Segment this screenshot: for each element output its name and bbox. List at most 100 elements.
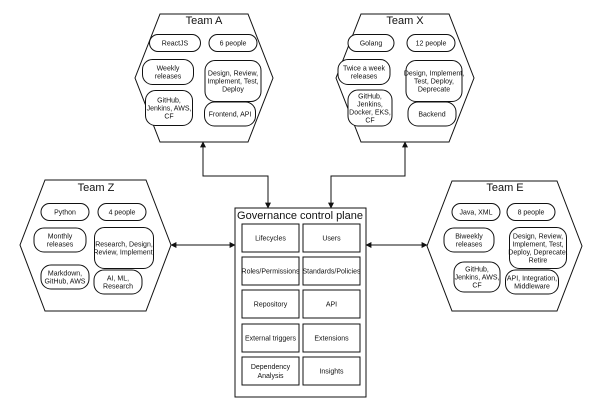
chip-shape — [208, 34, 258, 52]
chip-shape — [93, 269, 143, 295]
team-z-lifecycle-chip: Research, Design,Review, Implement, — [93, 227, 155, 269]
team-x-language-chip: Golang — [347, 34, 395, 52]
team-e-tooling-chip: GitHub,Jenkins, AWS,CF — [453, 261, 501, 293]
chip-shape — [40, 264, 90, 290]
control-plane-cell: Repository — [241, 289, 300, 319]
chip-text: Implement, Test, — [207, 79, 258, 86]
chip-text: 4 people — [109, 210, 136, 217]
chip-text: Weekly — [157, 66, 180, 73]
team-e-team-size-chip: 8 people — [506, 203, 556, 221]
chip-text: Monthly — [48, 234, 73, 241]
control-plane-cell-text: Dependency — [251, 364, 291, 371]
chip-shape — [33, 227, 87, 253]
control-plane-cell-box — [241, 356, 300, 386]
control-plane-cell-text: Standards/Policies — [303, 269, 361, 276]
chip-text: Docker, EKS, — [349, 110, 391, 117]
control-plane-cell-box — [241, 256, 300, 286]
chip-shape — [40, 203, 90, 221]
chip-text: AI, ML, — [107, 276, 129, 283]
chip-text: Golang — [360, 41, 383, 48]
control-plane-cell: Users — [302, 223, 361, 253]
team-x-lifecycle-chip: Design, Implement,Test, Deploy,Deprecate — [404, 60, 464, 102]
chip-text: GitHub, — [358, 94, 382, 101]
chip-text: 8 people — [518, 210, 545, 217]
chip-shape — [145, 90, 193, 126]
chip-text: 12 people — [416, 41, 447, 48]
team-z-language-chip: Python — [40, 203, 90, 221]
chip-text: Design, Review, — [513, 234, 563, 241]
chip-text: Python — [54, 210, 76, 217]
connector-team-a — [200, 141, 271, 209]
chip-text: Test, Deploy, — [414, 79, 454, 86]
chip-text: Backend — [418, 112, 445, 119]
control-plane-cell: Extensions — [302, 323, 361, 353]
chip-text: CF — [365, 118, 374, 125]
chip-shape — [451, 203, 501, 221]
control-plane-cell: External triggers — [241, 323, 300, 353]
chip-text: releases — [155, 74, 182, 81]
chip-shape — [94, 227, 154, 269]
team-x-team-size-chip: 12 people — [406, 34, 456, 52]
chip-shape — [347, 89, 393, 127]
connectors — [170, 141, 428, 248]
control-plane-cell-text: Users — [322, 236, 341, 243]
chip-text: Biweekly — [455, 234, 483, 241]
chip-text: Research, Design, — [95, 242, 153, 249]
control-plane-title: Governance control plane — [237, 210, 363, 222]
control-plane-cell: Lifecycles — [241, 223, 300, 253]
chip-text: GitHub, — [465, 267, 489, 274]
team-a-language-chip: ReactJS — [149, 34, 201, 52]
chip-text: Jenkins, — [357, 102, 383, 109]
chip-shape — [443, 227, 495, 253]
team-e-domain-chip: API, Integration,Middleware — [505, 269, 559, 295]
chip-text: GitHub, AWS — [45, 279, 86, 286]
team-a-team-size-chip: 6 people — [208, 34, 258, 52]
chip-text: GitHub, — [157, 98, 181, 105]
team-z-title: Team Z — [78, 182, 115, 194]
control-plane-cell-text: Lifecycles — [255, 236, 286, 243]
chip-text: 6 people — [220, 41, 247, 48]
chip-text: Deploy — [222, 87, 244, 94]
team-a-title: Team A — [186, 15, 223, 27]
chip-text: Deprecate — [418, 87, 450, 94]
chip-shape — [506, 203, 556, 221]
chip-shape — [97, 203, 147, 221]
control-plane-cell-text: API — [326, 302, 337, 309]
team-a-tooling-chip: GitHub,Jenkins, AWS,CF — [145, 90, 193, 126]
team-a-lifecycle-chip: Design, Review,Implement, Test,Deploy — [204, 60, 262, 102]
control-plane-cell-box — [302, 256, 361, 286]
chip-text: Middleware — [514, 284, 550, 291]
control-plane-cell: API — [302, 289, 361, 319]
control-plane-cell-text: Repository — [254, 302, 288, 309]
control-plane-cell-text: Extensions — [314, 336, 349, 343]
chip-shape — [204, 101, 256, 127]
team-z-team-size-chip: 4 people — [97, 203, 147, 221]
chip-text: Research — [103, 284, 133, 291]
chip-text: Implement, Test, — [512, 242, 563, 249]
control-plane-cell: Roles/Permissions — [241, 256, 300, 286]
control-plane-cell-box — [302, 223, 361, 253]
chip-text: CF — [472, 283, 481, 290]
chip-shape — [407, 101, 457, 127]
chip-text: releases — [47, 242, 74, 249]
control-plane-cell: Standards/Policies — [302, 256, 361, 286]
control-plane-cell-text: External triggers — [245, 336, 296, 343]
chip-shape — [509, 227, 567, 269]
control-plane-cell-box — [241, 289, 300, 319]
team-x-domain-chip: Backend — [407, 101, 457, 127]
team-x-tooling-chip: GitHub,Jenkins,Docker, EKS,CF — [347, 89, 393, 127]
chip-shape — [347, 34, 395, 52]
control-plane-cell-box — [302, 323, 361, 353]
chip-text: Jenkins, AWS, — [147, 106, 192, 113]
team-a-domain-chip: Frontend, API — [204, 101, 256, 127]
chip-text: Deploy, Deprecate, — [508, 250, 567, 257]
control-plane-cell-box — [241, 223, 300, 253]
chip-shape — [142, 59, 194, 85]
control-plane-cell-text: Roles/Permissions — [242, 269, 300, 276]
chip-shape — [406, 34, 456, 52]
